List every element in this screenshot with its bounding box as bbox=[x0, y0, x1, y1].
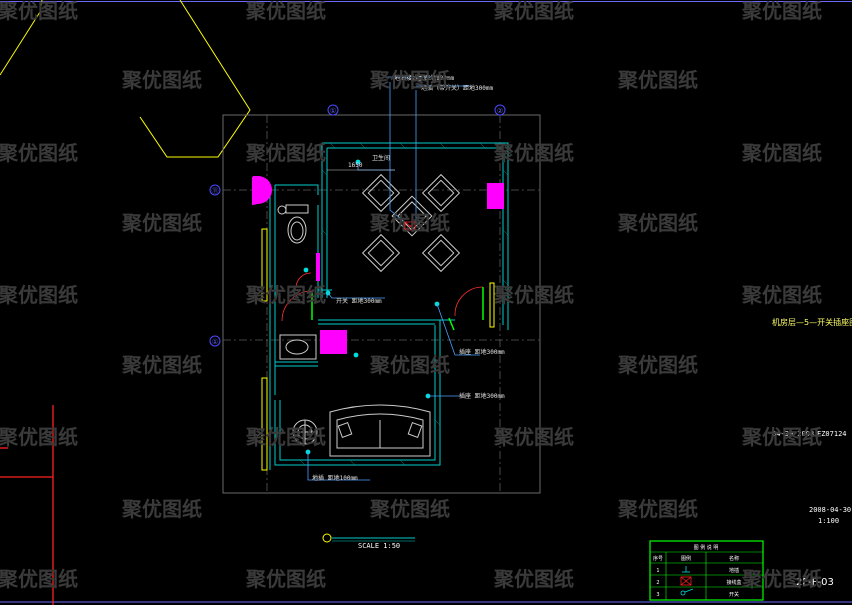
date-stamp-1: 04-30-2008 bbox=[772, 430, 814, 438]
project-code: FZ07124 bbox=[817, 430, 847, 438]
watermark-text: 聚优图纸 bbox=[121, 211, 202, 235]
watermark-text: 聚优图纸 bbox=[741, 0, 822, 23]
red-reference-lines bbox=[0, 405, 54, 605]
dimension-text: 1650 bbox=[348, 162, 363, 169]
watermark-text: 聚优图纸 bbox=[741, 283, 822, 307]
watermark-text: 聚优图纸 bbox=[493, 567, 574, 591]
watermark-text: 聚优图纸 bbox=[617, 211, 698, 235]
legend-row-name: 接线盒 bbox=[726, 579, 741, 586]
sink-fixture bbox=[279, 334, 317, 360]
floor-socket-icon bbox=[682, 566, 690, 573]
legend-row-no: 2 bbox=[656, 580, 659, 586]
watermark-text: 聚优图纸 bbox=[121, 68, 202, 92]
legend-row-no: 3 bbox=[656, 592, 659, 598]
legend-row-name: 开关 bbox=[729, 591, 739, 598]
legend-header-no: 序号 bbox=[653, 555, 663, 562]
axis-bubbles: ① ② ⑪ ① bbox=[209, 104, 506, 347]
watermark-text: 聚优图纸 bbox=[493, 0, 574, 23]
watermark-text: 聚优图纸 bbox=[741, 567, 822, 591]
watermark-text: 聚优图纸 bbox=[369, 497, 450, 521]
watermark-text: 聚优图纸 bbox=[245, 283, 326, 307]
watermark-text: 聚优图纸 bbox=[0, 283, 78, 307]
note-floor-socket: 地插（带开关）距地300mm bbox=[421, 84, 493, 92]
watermark-text: 聚优图纸 bbox=[493, 283, 574, 307]
note-socket-1: 插座 距地300mm bbox=[459, 348, 505, 356]
watermark-text: 聚优图纸 bbox=[0, 425, 78, 449]
legend-row-name: 地插 bbox=[729, 567, 739, 574]
junction-box-icon bbox=[680, 576, 692, 586]
watermark-text: 聚优图纸 bbox=[245, 567, 326, 591]
axis-label-2: ② bbox=[497, 107, 503, 115]
sheet-title: 机房层—5—开关插座图 bbox=[772, 317, 852, 327]
watermark-layer: 聚优图纸聚优图纸聚优图纸聚优图纸聚优图纸聚优图纸聚优图纸聚优图纸聚优图纸聚优图纸… bbox=[0, 0, 822, 591]
watermark-text: 聚优图纸 bbox=[245, 0, 326, 23]
watermark-text: 聚优图纸 bbox=[617, 497, 698, 521]
site-outline-2 bbox=[139, 0, 251, 158]
watermark-text: 聚优图纸 bbox=[0, 141, 78, 165]
note-floor-plug: 地插 距地100mm bbox=[312, 474, 358, 482]
windows bbox=[261, 228, 495, 471]
watermark-text: 聚优图纸 bbox=[617, 68, 698, 92]
round-side-table bbox=[292, 419, 318, 445]
watermark-text: 聚优图纸 bbox=[617, 353, 698, 377]
watermark-text: 聚优图纸 bbox=[121, 353, 202, 377]
legend-table: 图 例 说 明 序号 图例 名称 1 地插 2 接线盒 3 开关 bbox=[649, 540, 764, 601]
sheet-number: 2F-P-03 bbox=[796, 577, 834, 588]
legend-header-symbol: 图例 bbox=[681, 555, 691, 562]
watermark-text: 聚优图纸 bbox=[741, 141, 822, 165]
legend-title: 图 例 说 明 bbox=[694, 544, 719, 551]
watermark-text: 聚优图纸 bbox=[369, 353, 450, 377]
axis-label-4: ① bbox=[212, 338, 218, 346]
watermark-text: 聚优图纸 bbox=[0, 567, 78, 591]
door-leaves bbox=[311, 287, 484, 331]
legend-row-no: 1 bbox=[656, 568, 659, 574]
note-floor-box: 地面接线盒距地100mm bbox=[394, 74, 454, 82]
note-switch: 开关 距地300mm bbox=[336, 297, 382, 305]
axis-label-1: ① bbox=[330, 107, 336, 115]
axis-label-3: ⑪ bbox=[212, 187, 219, 195]
switch-icon bbox=[680, 588, 694, 596]
electrical-symbols bbox=[303, 159, 440, 455]
watermark-text: 聚优图纸 bbox=[121, 497, 202, 521]
watermark-text: 聚优图纸 bbox=[369, 211, 450, 235]
watermark-text: 聚优图纸 bbox=[741, 425, 822, 449]
date-stamp-2: 2008-04-30 bbox=[809, 506, 851, 514]
door-swings bbox=[281, 272, 484, 322]
note-socket-2: 插座 距地300mm bbox=[459, 392, 505, 400]
watermark-text: 聚优图纸 bbox=[369, 68, 450, 92]
toilet-fixture bbox=[277, 204, 309, 244]
watermark-text: 聚优图纸 bbox=[245, 141, 326, 165]
legend-header-name: 名称 bbox=[729, 555, 739, 562]
leader-lines bbox=[307, 76, 480, 481]
wall-hatch bbox=[299, 142, 509, 466]
site-outline bbox=[0, 0, 43, 76]
columns bbox=[252, 176, 504, 354]
sofa bbox=[329, 404, 431, 457]
watermark-text: 聚优图纸 bbox=[493, 425, 574, 449]
scale-title-block: SCALE 1:50 bbox=[322, 533, 415, 550]
room-label: 卫生间 bbox=[372, 154, 390, 162]
watermark-text: 聚优图纸 bbox=[0, 0, 78, 23]
scale-title-text: SCALE 1:50 bbox=[358, 542, 400, 550]
watermark-text: 聚优图纸 bbox=[245, 425, 326, 449]
watermark-text: 聚优图纸 bbox=[493, 141, 574, 165]
drawing-frame bbox=[222, 114, 541, 494]
scale-ratio: 1:100 bbox=[818, 517, 839, 525]
